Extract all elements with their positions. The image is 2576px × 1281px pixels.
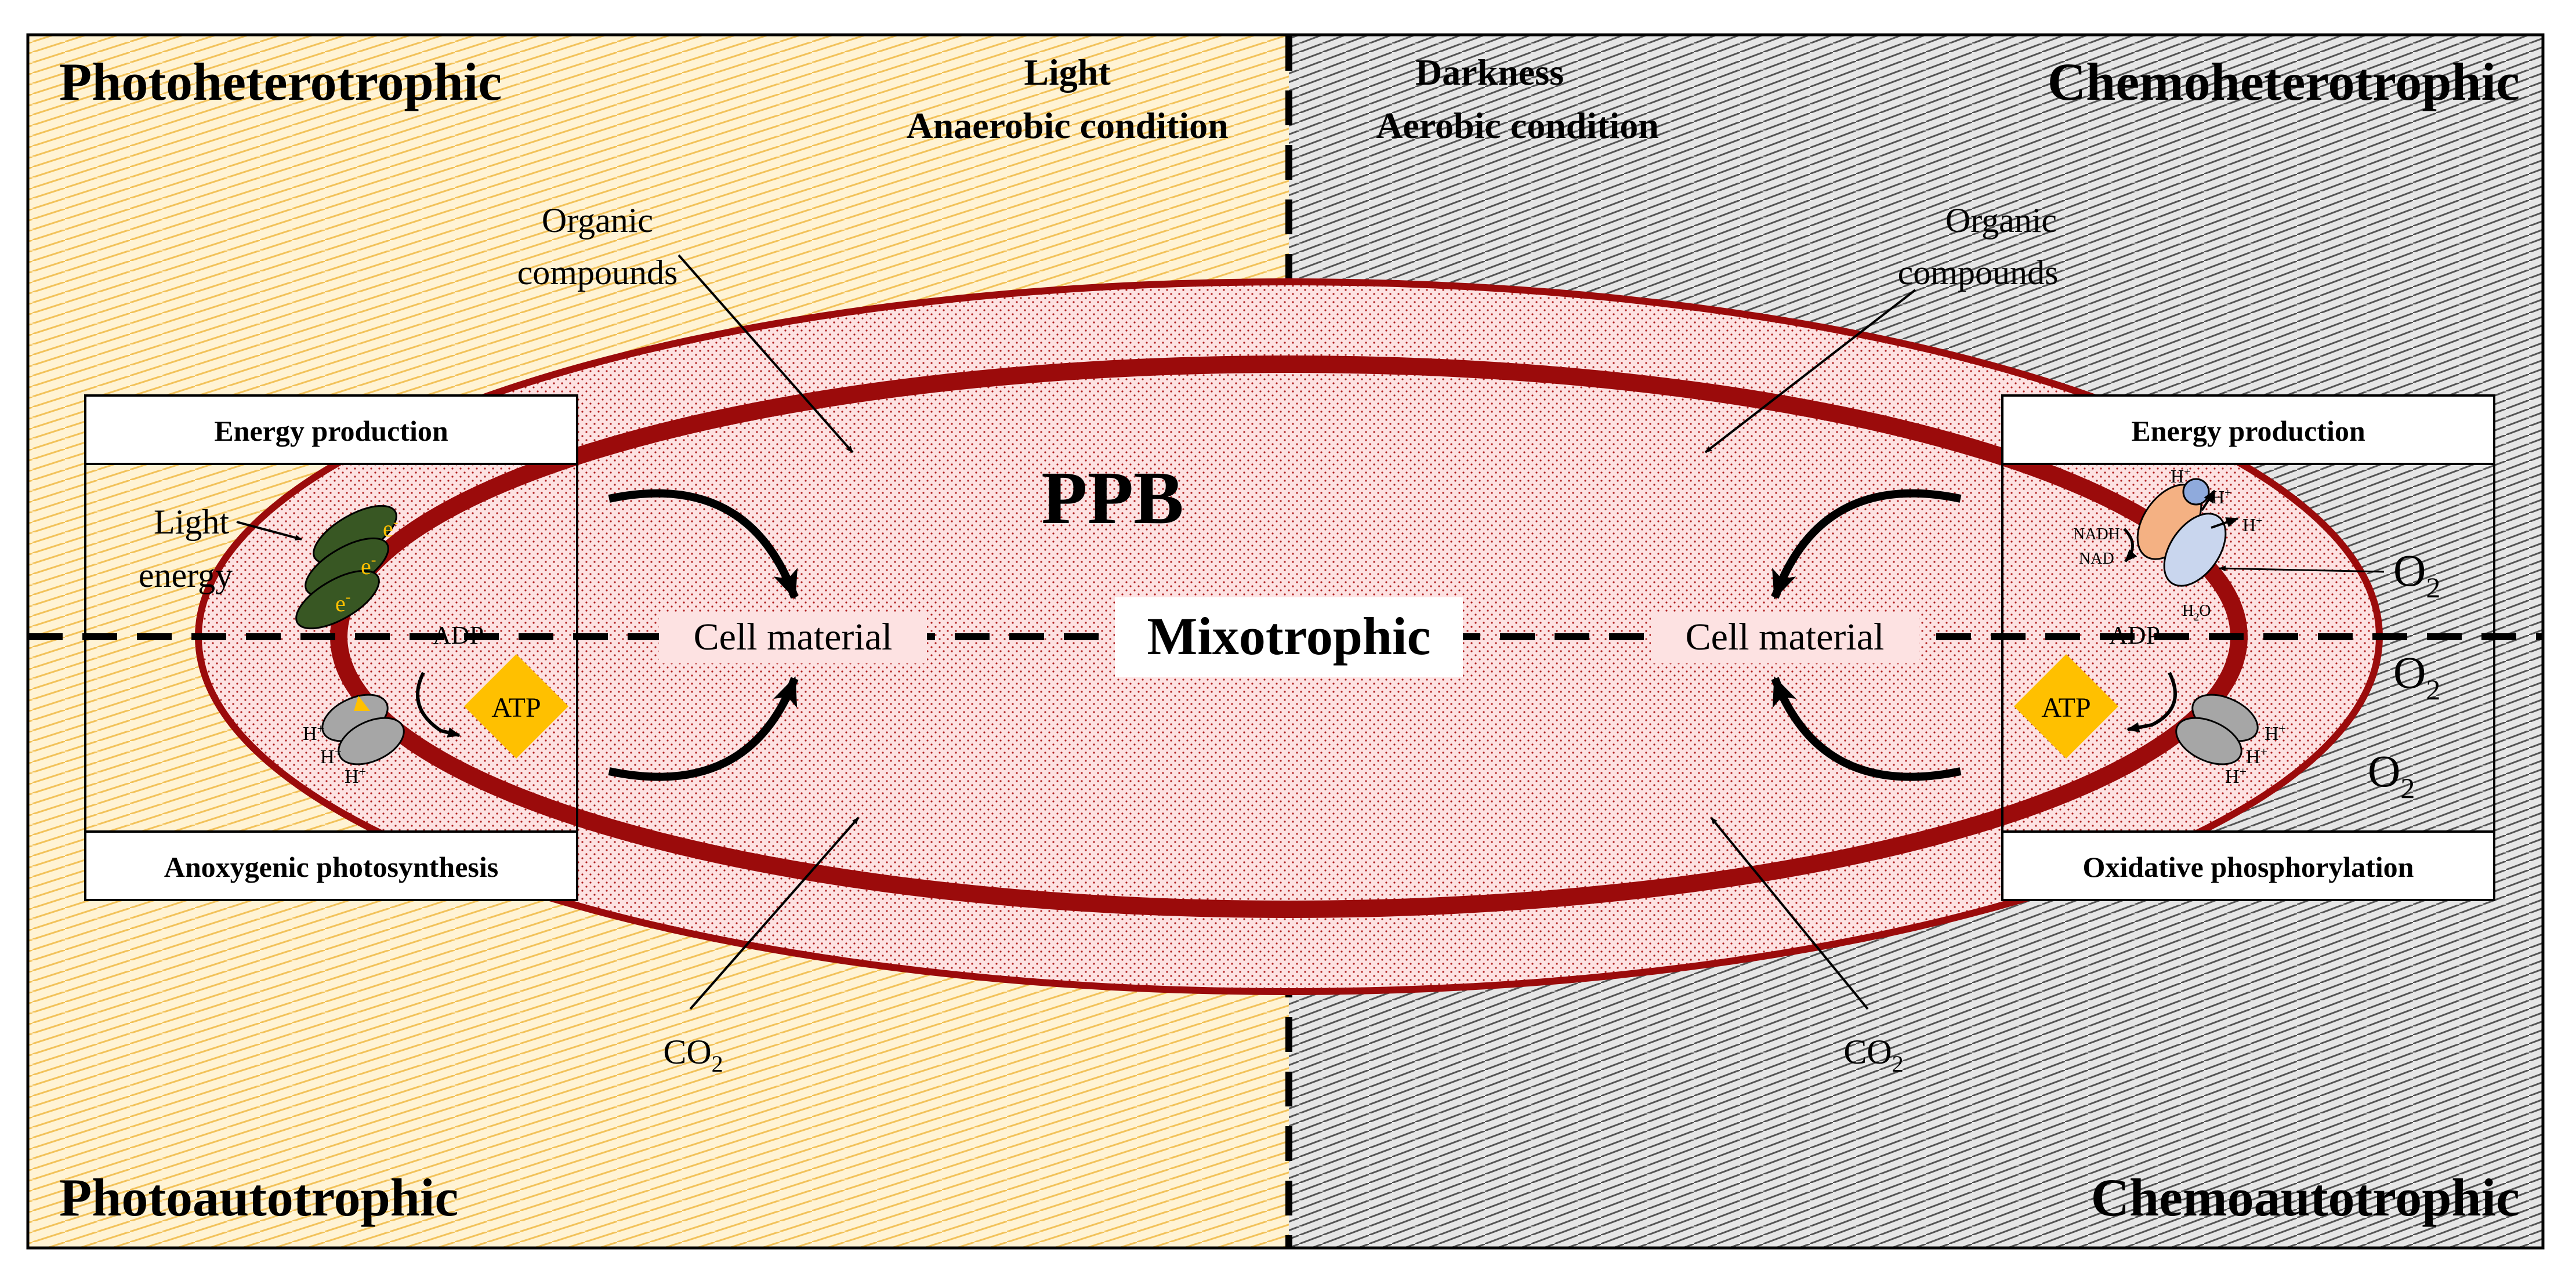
mixotrophic-label-bg (1115, 597, 1463, 677)
adp-atp-arrow-left (416, 672, 461, 738)
chlorophyll-oval-3 (295, 569, 380, 630)
condition-aerobic: Aerobic condition (1376, 105, 1659, 146)
adp-left: ADP (433, 621, 484, 649)
atp-diamond-right (2014, 654, 2118, 759)
label-photoautotrophic: Photoautotrophic (59, 1168, 458, 1227)
proton-left-1: H+ (303, 721, 324, 745)
proton-left-3: H+ (345, 764, 366, 788)
co2-right-arrow (1710, 816, 1869, 1010)
organic-left-line1: Organic (542, 201, 653, 239)
light-energy-line1: Light (154, 503, 229, 541)
co2-left-arrow (689, 816, 860, 1010)
nadh-arrow (2123, 528, 2137, 563)
proton-right-3: H+ (2225, 764, 2247, 788)
right-box-footer: Oxidative phosphorylation (2083, 851, 2414, 883)
proton-left-2: H+ (320, 745, 342, 768)
cell-material-left-bg (659, 612, 927, 663)
mixotrophic-label: Mixotrophic (1147, 607, 1431, 666)
cycle-arrow-right-bottom (1771, 676, 1962, 781)
left-box-footer-bg (84, 830, 578, 901)
atp-synthase-right-b (2175, 717, 2242, 765)
right-box-footer-bg (2001, 830, 2495, 901)
complex-blue (2163, 513, 2227, 587)
atp-synthase-left-b (338, 717, 405, 765)
cycle-arrow-right-top (1771, 489, 1962, 600)
electron-flow-marker (354, 696, 370, 711)
light-energy-line2: energy (139, 556, 233, 594)
complex-cap (2182, 478, 2210, 506)
right-energy-box: Energy production Oxidative phosphorylat… (2001, 394, 2495, 901)
proton-right-2: H+ (2246, 745, 2267, 768)
adp-atp-arrow-right (2126, 672, 2177, 733)
right-box-header-bg (2001, 394, 2495, 465)
atp-diamond-left (464, 654, 568, 759)
electron-3: e- (335, 589, 350, 616)
nad-label: NAD (2079, 550, 2114, 568)
water-label: H2O (2182, 602, 2211, 623)
left-box-header-bg (84, 394, 578, 465)
left-energy-box: Energy production Anoxygenic photosynthe… (84, 394, 578, 901)
o2-outside-1: O2 (2393, 647, 2440, 706)
organic-left-arrow (677, 254, 854, 453)
cycle-arrow-left-bottom (608, 676, 799, 781)
ppb-title: PPB (1041, 456, 1184, 540)
left-box-header: Energy production (214, 415, 448, 447)
organic-right-line2: compounds (1898, 253, 2059, 292)
condition-light: Light (1024, 52, 1111, 93)
proton-right-1: H+ (2265, 721, 2286, 745)
right-box-header: Energy production (2131, 415, 2365, 447)
adp-right: ADP (2109, 621, 2160, 649)
label-chemoheterotrophic: Chemoheterotrophic (2048, 52, 2520, 111)
o2-arrow (2219, 565, 2385, 573)
co2-right-label: CO2 (1843, 1033, 1903, 1077)
cell-material-right-bg (1651, 612, 1919, 663)
nadh-label: NADH (2073, 525, 2120, 543)
atp-left: ATP (491, 692, 541, 723)
co2-left-label: CO2 (663, 1033, 723, 1077)
label-photoheterotrophic: Photoheterotrophic (59, 52, 502, 111)
cell-material-right: Cell material (1686, 616, 1885, 658)
light-energy-arrow (236, 521, 302, 540)
label-chemoautotrophic: Chemoautotrophic (2091, 1168, 2520, 1227)
proton-right-top-3: H+ (2242, 514, 2262, 535)
outer-frame (26, 33, 2545, 1250)
atp-right: ATP (2041, 692, 2090, 723)
condition-anaerobic: Anaerobic condition (906, 105, 1228, 146)
electron-2: e- (361, 551, 376, 579)
organic-right-arrow (1704, 289, 1916, 453)
left-box-footer: Anoxygenic photosynthesis (164, 851, 499, 883)
condition-darkness: Darkness (1415, 52, 1564, 93)
organic-left-line2: compounds (517, 253, 678, 292)
proton-pump-arrow-1 (2201, 489, 2216, 511)
electron-1: e- (383, 514, 398, 542)
organic-right-line1: Organic (1945, 201, 2057, 239)
proton-right-top-1: H+ (2171, 466, 2190, 487)
cycle-arrow-left-top (608, 489, 799, 600)
o2-outside-2: O2 (2368, 746, 2415, 804)
proton-pump-arrow-2 (2211, 517, 2239, 529)
o2-box-label: O2 (2393, 545, 2440, 604)
cell-material-left: Cell material (694, 616, 893, 658)
